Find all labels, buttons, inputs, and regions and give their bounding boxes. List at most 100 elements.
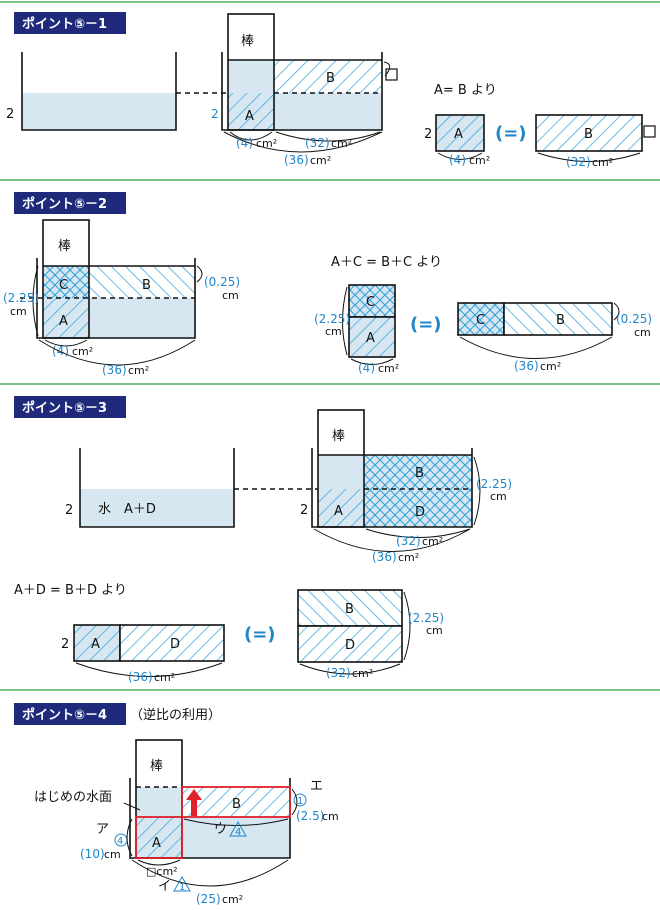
s4-brace-sq: [137, 859, 181, 866]
s1-w36-unit: cm²: [310, 154, 331, 167]
s2-w4-unit: cm²: [72, 345, 93, 358]
s1-eq-w4-unit: cm²: [469, 154, 490, 167]
s3-brace-32: [365, 528, 471, 538]
s4-region-a: [136, 817, 182, 858]
s4-up-arrow-icon: [186, 789, 202, 816]
s2-brace-36: [38, 339, 196, 366]
s1-eq-b-label: B: [584, 127, 593, 142]
s3-rod-label: 棒: [332, 429, 345, 444]
s3-depth: 2: [65, 503, 73, 518]
s4-circle-1-num: 1: [297, 796, 303, 807]
s4-container: [129, 778, 291, 859]
s4-w25-unit: cm²: [222, 893, 243, 906]
s2-eq-w4-unit: cm²: [378, 362, 399, 375]
s2-w36: (36): [102, 363, 127, 377]
section-3: ポイント⑤－3 2 水 A＋D 棒 A B D 2 (2.25) cm (32)…: [0, 383, 660, 684]
s3-eq-brace-36: [75, 662, 223, 677]
s3-w36-unit: cm²: [398, 551, 419, 564]
s3-region-bd: [364, 455, 472, 527]
section-2-header-bg: [14, 192, 126, 214]
s1-eq-title: A= B より: [434, 83, 497, 98]
s2-eq-sign: (=): [410, 314, 442, 335]
s4-region-a-outline: [135, 816, 183, 859]
s4-h25-unit: cm: [322, 810, 339, 823]
s2-h225: (2.25): [3, 291, 39, 305]
s2-eq-h025: (0.25): [616, 312, 652, 326]
s2-region-b: [89, 266, 195, 298]
section-3-title: ポイント⑤－3: [22, 400, 107, 416]
s1-unknown-box: [385, 68, 398, 81]
s2-eq-h225-unit: cm: [325, 325, 342, 338]
s1-eq-a: [435, 114, 485, 152]
s1-label-a: A: [245, 109, 254, 124]
s4-label-e: エ: [310, 779, 323, 794]
s1-eq-a-label: A: [454, 127, 463, 142]
s4-label-a-kana: ア: [96, 822, 109, 837]
s3-left-water: [80, 489, 234, 527]
s2-eq-brace-4: [350, 358, 394, 365]
s4-region-b: [182, 787, 290, 817]
s3-eq-d: [119, 624, 225, 662]
s3-eq-h225: (2.25): [408, 611, 444, 625]
s3-label-a: A: [334, 504, 343, 519]
s3-eq-w36-unit: cm²: [154, 671, 175, 684]
s1-depth-label: 2: [6, 107, 14, 122]
s2-eq-w4: (4): [358, 361, 375, 375]
s3-brace-36: [313, 528, 471, 552]
section-4-subtitle: （逆比の利用）: [130, 707, 221, 723]
s3-water-label: 水 A＋D: [98, 502, 156, 517]
s2-eq-a: [348, 316, 396, 358]
s2-eq-a-label: A: [366, 331, 375, 346]
s2-eq-w36: (36): [514, 359, 539, 373]
s2-eq-c2: [457, 302, 505, 336]
s1-eq-brace-32: [537, 152, 641, 162]
s3-eq-w32-unit: cm²: [352, 667, 373, 680]
s1-rod-label: 棒: [241, 34, 254, 49]
s4-triangle-4-num: 4: [235, 827, 241, 838]
s2-h025-unit: cm: [222, 289, 239, 302]
s4-triangle-4: [229, 820, 247, 837]
s3-eq-brace-right: [403, 591, 411, 661]
s2-region-a: [43, 298, 89, 338]
s1-right-container: [221, 52, 383, 131]
s2-eq-b: [503, 302, 613, 336]
s3-h225-unit: cm: [490, 490, 507, 503]
section-1-title: ポイント⑤－1: [22, 16, 107, 32]
s2-w4: (4): [52, 344, 69, 358]
s3-eq-b-label: B: [345, 602, 354, 617]
s4-h10: (10): [80, 847, 105, 861]
s3-eq-w32: (32): [326, 666, 351, 680]
s1-eq-unknown-box: [643, 125, 656, 138]
s2-brace-left: [32, 265, 39, 337]
s3-eq-a-label: A: [91, 637, 100, 652]
s1-eq-depth: 2: [424, 127, 432, 142]
s4-region-b-outline: [181, 786, 291, 818]
s1-eq-w32: (32): [566, 155, 591, 169]
s4-circle-1: [293, 793, 307, 807]
s3-w32-unit: cm²: [422, 535, 443, 548]
s1-region-a: [228, 93, 274, 130]
s2-region-c: [43, 266, 89, 298]
s2-eq-brace-right: [613, 302, 620, 321]
s1-eq-brace-4: [437, 152, 483, 160]
s3-eq-h225-unit: cm: [426, 624, 443, 637]
section-4-header-bg: [14, 703, 126, 725]
s1-w4: (4): [236, 136, 253, 150]
s1-eq-b: [535, 114, 643, 152]
s1-w32-unit: cm²: [331, 137, 352, 150]
s3-eq-d2: [297, 625, 403, 663]
s3-eq-a: [73, 624, 121, 662]
s4-w25: (25): [196, 892, 221, 906]
section-4-title: ポイント⑤－4: [22, 707, 107, 723]
s1-depth-label-blue: 2: [211, 107, 219, 121]
s2-eq-b-label: B: [556, 313, 565, 328]
s3-w36: (36): [372, 550, 397, 564]
s4-h10-unit: cm: [104, 848, 121, 861]
s2-eq-brace-left: [342, 286, 348, 356]
s2-eq-h025-unit: cm: [634, 326, 651, 339]
s2-label-b: B: [142, 278, 151, 293]
s1-w36: (36): [284, 153, 309, 167]
s2-eq-c-label: C: [366, 295, 375, 310]
s2-eq-h225: (2.25): [314, 312, 350, 326]
